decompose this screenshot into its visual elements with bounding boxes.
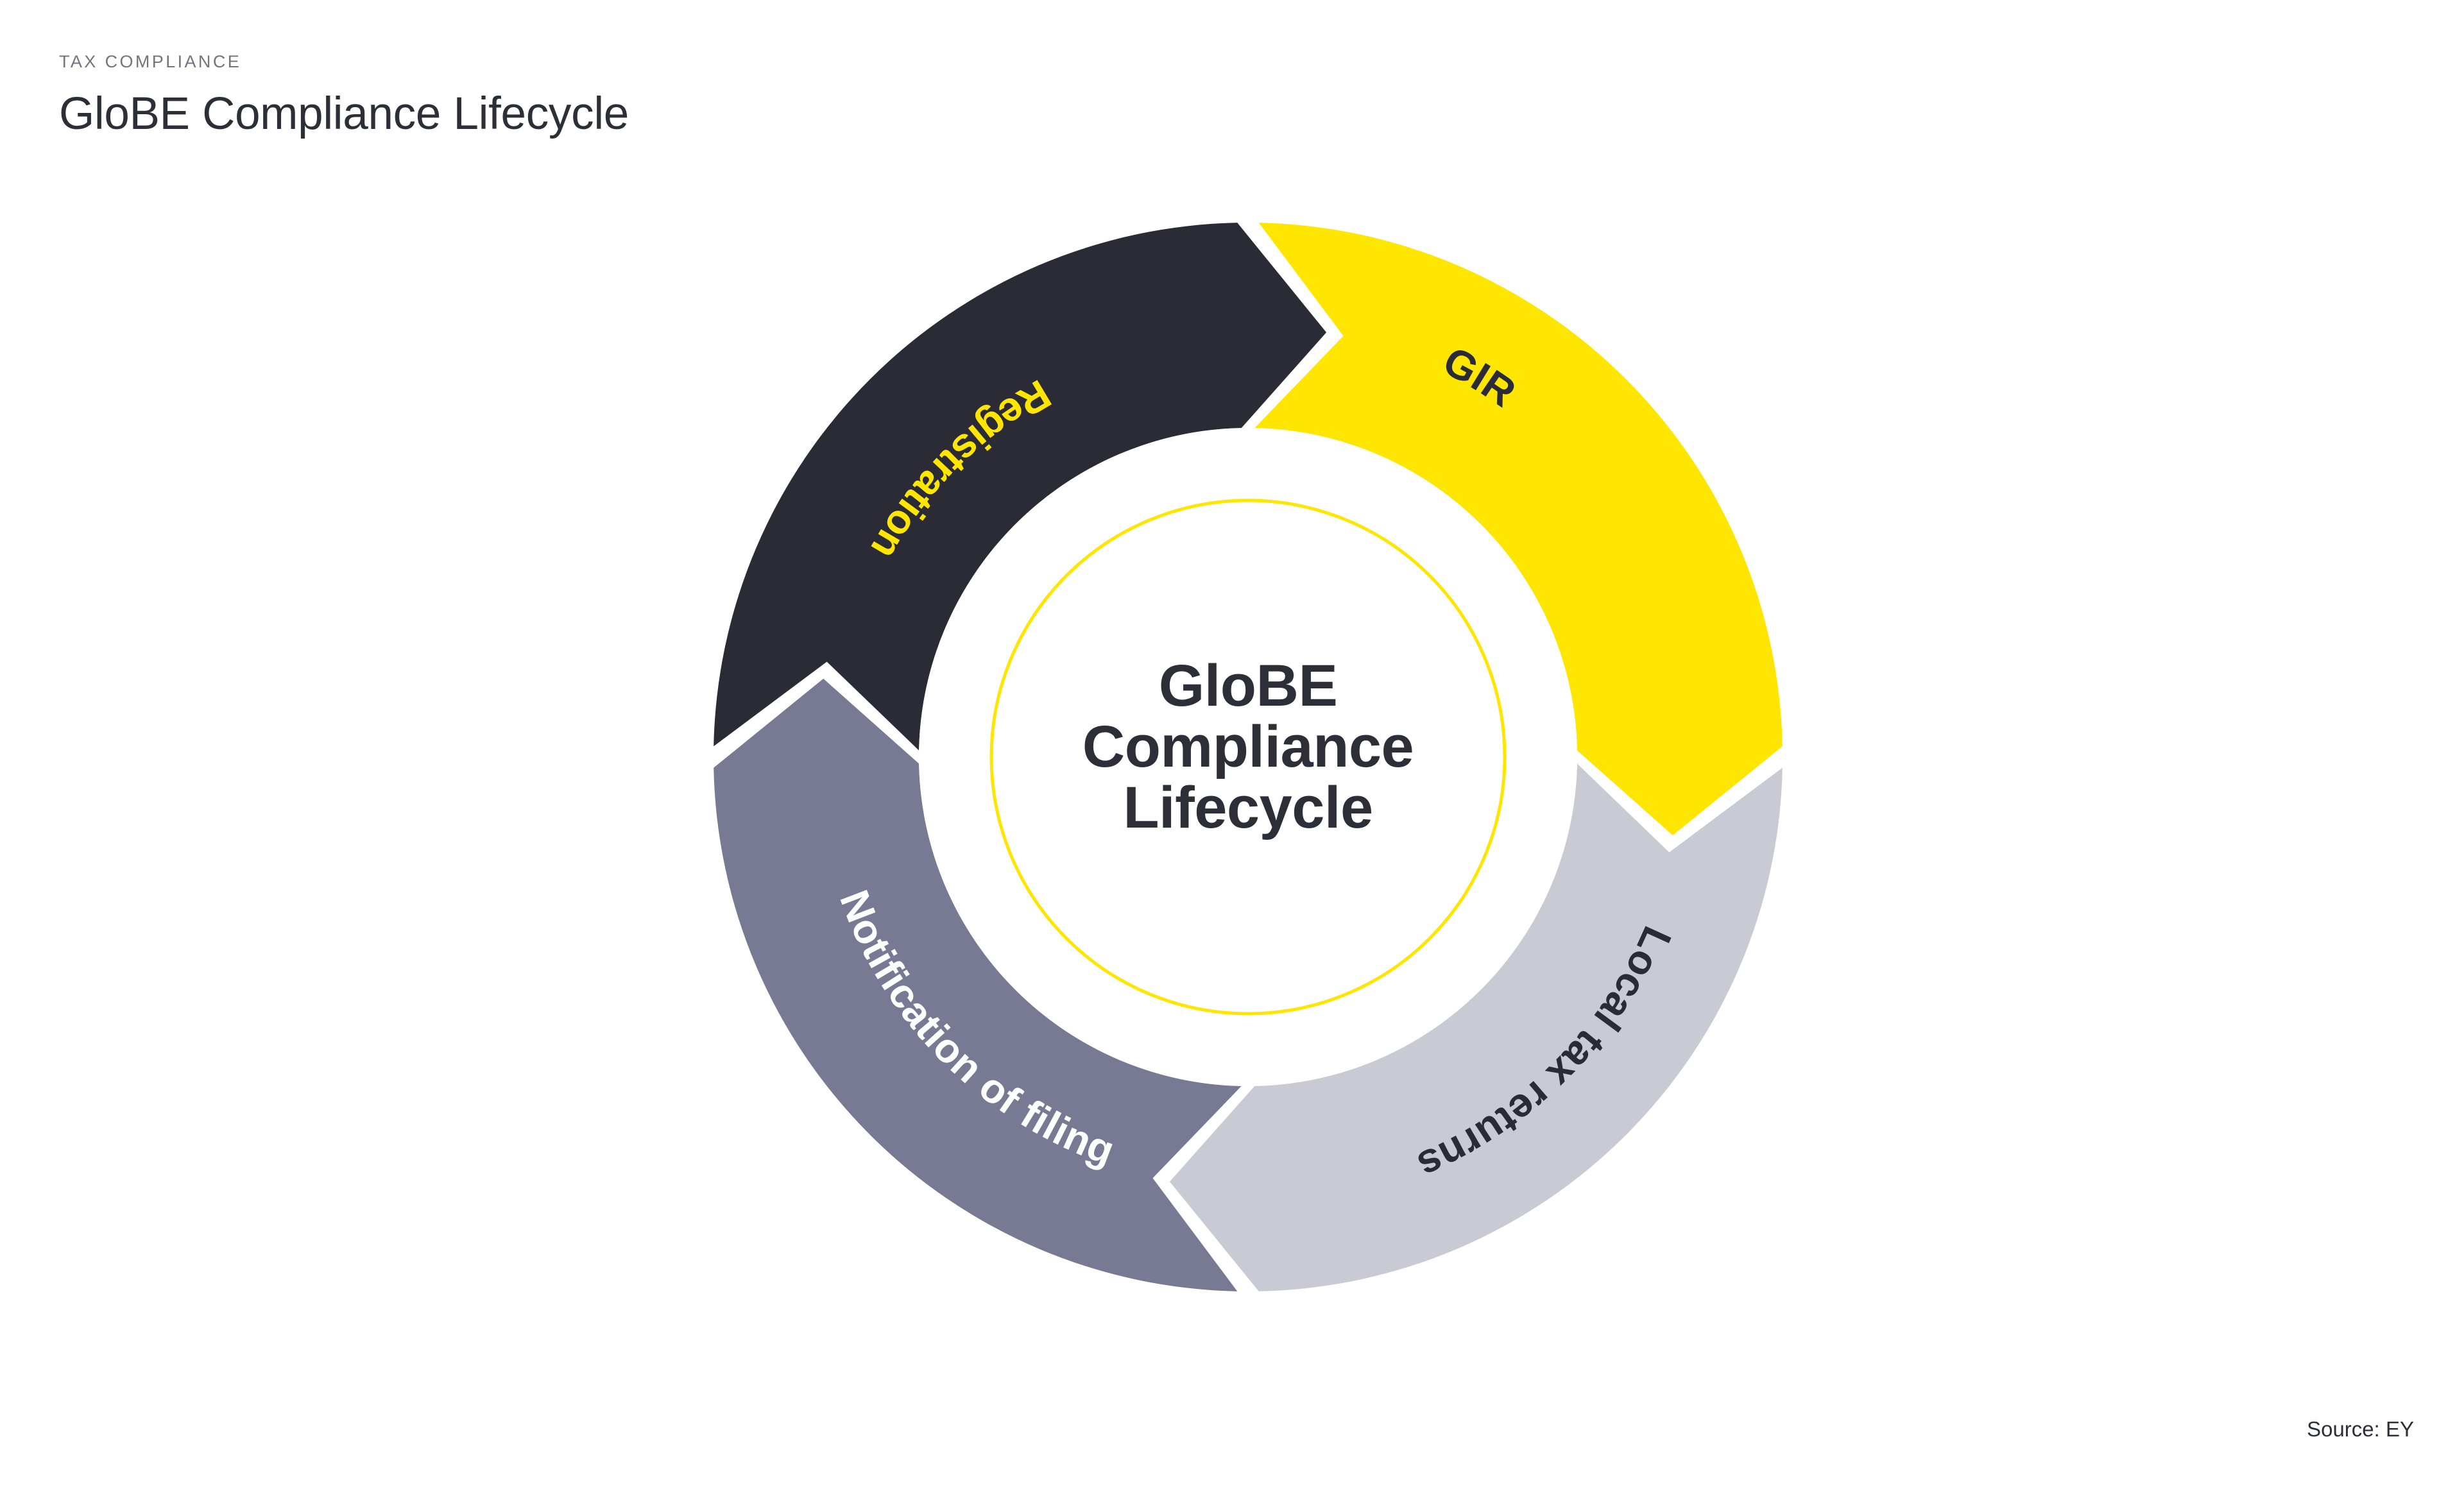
center-label-line-3: Lifecycle [1123,775,1373,840]
segment-registration-shape[interactable] [714,223,1327,751]
segment-gir-shape[interactable] [1254,223,1783,836]
source-note: Source: EY [2307,1417,2414,1441]
page-title: GloBE Compliance Lifecycle [59,88,629,139]
segment-local-tax-returns-shape[interactable] [1169,763,1783,1291]
inner-ring-outline-circle [989,498,1507,1016]
eyebrow-label: TAX COMPLIANCE [59,52,242,71]
header-block: TAX COMPLIANCE GloBE Compliance Lifecycl… [59,52,1342,139]
center-label-group: GloBE Compliance Lifecycle [1082,653,1414,840]
segment-notification-of-filing-shape[interactable] [714,678,1242,1291]
inner-hub [919,428,1577,1086]
center-label-line-2: Compliance [1082,714,1414,779]
segment-gir[interactable]: GIR [1254,223,1783,836]
center-label-line-1: GloBE [1159,653,1338,719]
